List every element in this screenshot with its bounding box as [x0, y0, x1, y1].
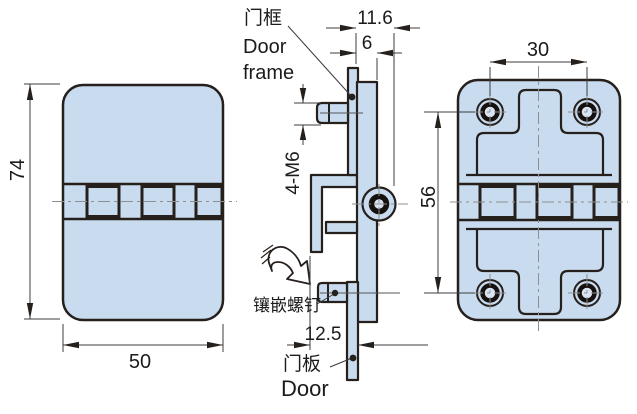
door-panel-label: 门板 Door	[281, 353, 357, 401]
door-panel-label-cn: 门板	[283, 353, 321, 375]
insert-screw-label: 镶嵌螺钉	[253, 289, 339, 315]
door-frame-label-en2: frame	[243, 62, 294, 84]
dim-74-text: 74	[7, 159, 29, 181]
dim-30-text: 30	[527, 39, 549, 61]
rotation-arrow-symbol	[260, 244, 311, 285]
dim-4-m6-text: 4-M6	[283, 151, 304, 194]
dim-11-6: 11.6	[326, 8, 420, 186]
dim-6-text: 6	[362, 33, 373, 54]
dim-4-m6: 4-M6	[283, 84, 321, 195]
dim-12-5: 12.5	[287, 256, 428, 350]
leader-dot	[331, 289, 339, 297]
door-frame-label: 门框 Door frame	[243, 7, 356, 101]
leader-dot	[349, 354, 357, 362]
dim-74: 74	[7, 83, 60, 320]
section-view: 11.6 6 4-M6 12.5	[243, 7, 428, 401]
dim-30: 30	[489, 39, 588, 96]
front-view: 74 50	[7, 83, 237, 373]
screw-hole	[568, 93, 606, 131]
screw-hole	[568, 274, 606, 312]
dim-50-text: 50	[129, 351, 151, 373]
door-frame-label-en1: Door	[243, 36, 287, 58]
back-view: 30 56	[418, 39, 628, 332]
top-pocket-contour	[475, 88, 605, 175]
insert-screw-label-cn: 镶嵌螺钉	[253, 295, 321, 315]
door-panel-label-en: Door	[281, 376, 329, 401]
door-frame-label-cn: 门框	[244, 7, 282, 29]
door-clamp-arm	[324, 220, 359, 235]
dim-11-6-text: 11.6	[357, 8, 393, 29]
screw-hole	[471, 93, 509, 131]
screw-hole	[471, 274, 509, 312]
door-panel-sheet	[345, 280, 360, 382]
frame-clamp-bracket	[309, 173, 359, 254]
dim-50: 50	[62, 324, 224, 373]
dim-56: 56	[418, 111, 475, 294]
dim-12-5-text: 12.5	[305, 324, 342, 345]
dim-56-text: 56	[418, 186, 440, 208]
leader-dot	[348, 93, 356, 101]
bottom-pocket-contour	[475, 229, 605, 316]
dim-6: 6	[330, 33, 402, 80]
